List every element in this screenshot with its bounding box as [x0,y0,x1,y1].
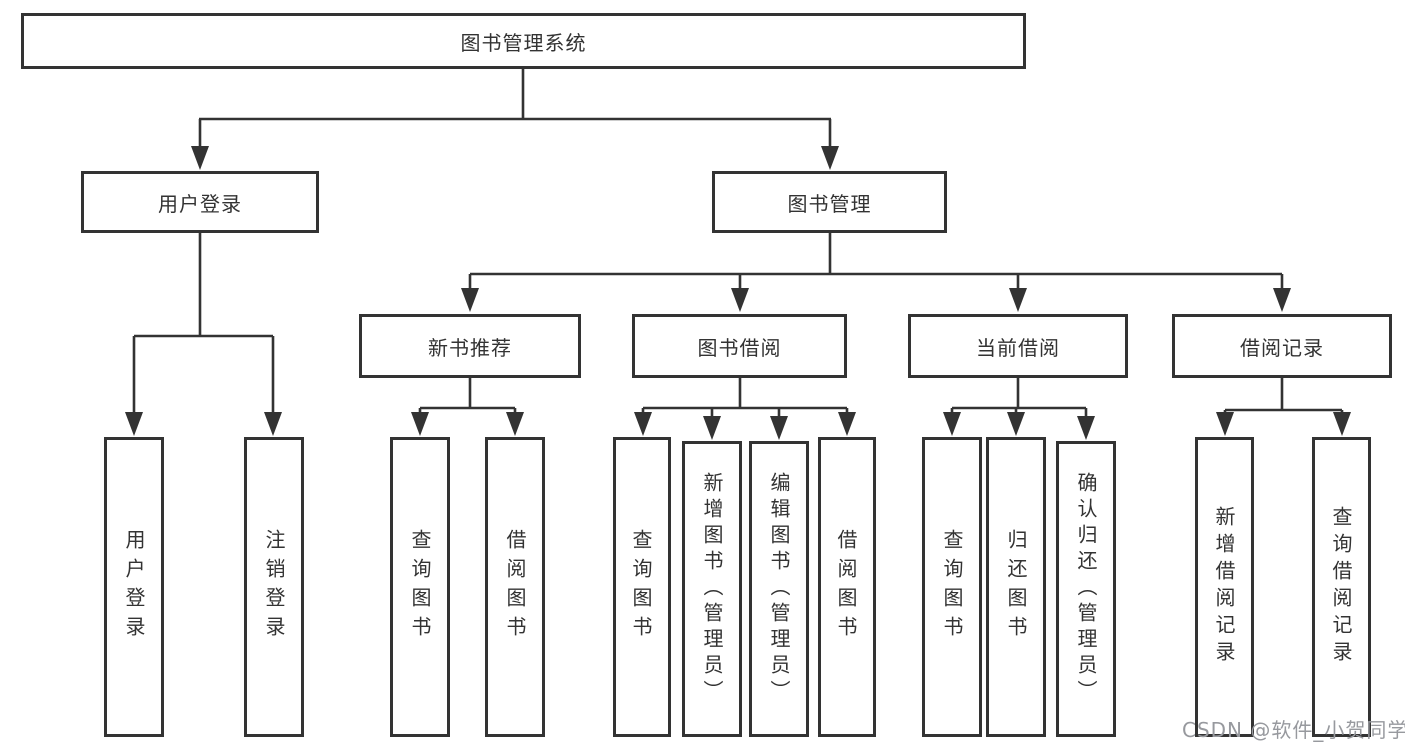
node-user-login: 用户登录 [81,171,319,233]
arrowhead [1007,412,1025,436]
arrowhead [838,412,856,436]
arrowhead [821,146,839,170]
leaf-query-books-current: 查询图书 [922,437,982,737]
node-current-borrowing: 当前借阅 [908,314,1128,378]
arrowhead [191,146,209,170]
arrowhead [264,412,282,436]
arrowhead [943,412,961,436]
arrowhead [634,412,652,436]
leaf-logout: 注销登录 [244,437,304,737]
arrowhead [1333,412,1351,436]
arrowhead [1009,288,1027,312]
node-book-borrowing: 图书借阅 [632,314,847,378]
leaf-borrow-books-recommend: 借阅图书 [485,437,545,737]
arrowhead [770,416,788,440]
leaf-edit-books-admin: 编辑图书（管理员） [749,441,809,737]
leaf-query-books-recommend: 查询图书 [390,437,450,737]
arrowhead [703,416,721,440]
arrowhead [125,412,143,436]
node-new-book-recommendation: 新书推荐 [359,314,581,378]
leaf-add-books-admin: 新增图书（管理员） [682,441,742,737]
leaf-confirm-return-admin: 确认归还（管理员） [1056,441,1116,737]
arrowheads [125,146,1351,440]
arrowhead [1216,412,1234,436]
arrowhead [506,412,524,436]
node-root: 图书管理系统 [21,13,1026,69]
node-book-management: 图书管理 [712,171,947,233]
arrowhead [731,288,749,312]
csdn-watermark: CSDN @软件_小贺同学 [1182,718,1405,742]
arrowhead [1273,288,1291,312]
leaf-query-borrow-record: 查询借阅记录 [1312,437,1371,737]
leaf-return-books: 归还图书 [986,437,1046,737]
arrowhead [461,288,479,312]
arrowhead [411,412,429,436]
arrowhead [1077,416,1095,440]
leaf-query-books-borrowing: 查询图书 [613,437,671,737]
leaf-user-login: 用户登录 [104,437,164,737]
leaf-add-borrow-record: 新增借阅记录 [1195,437,1254,737]
leaf-borrow-books-borrowing: 借阅图书 [818,437,876,737]
node-borrowing-records: 借阅记录 [1172,314,1392,378]
